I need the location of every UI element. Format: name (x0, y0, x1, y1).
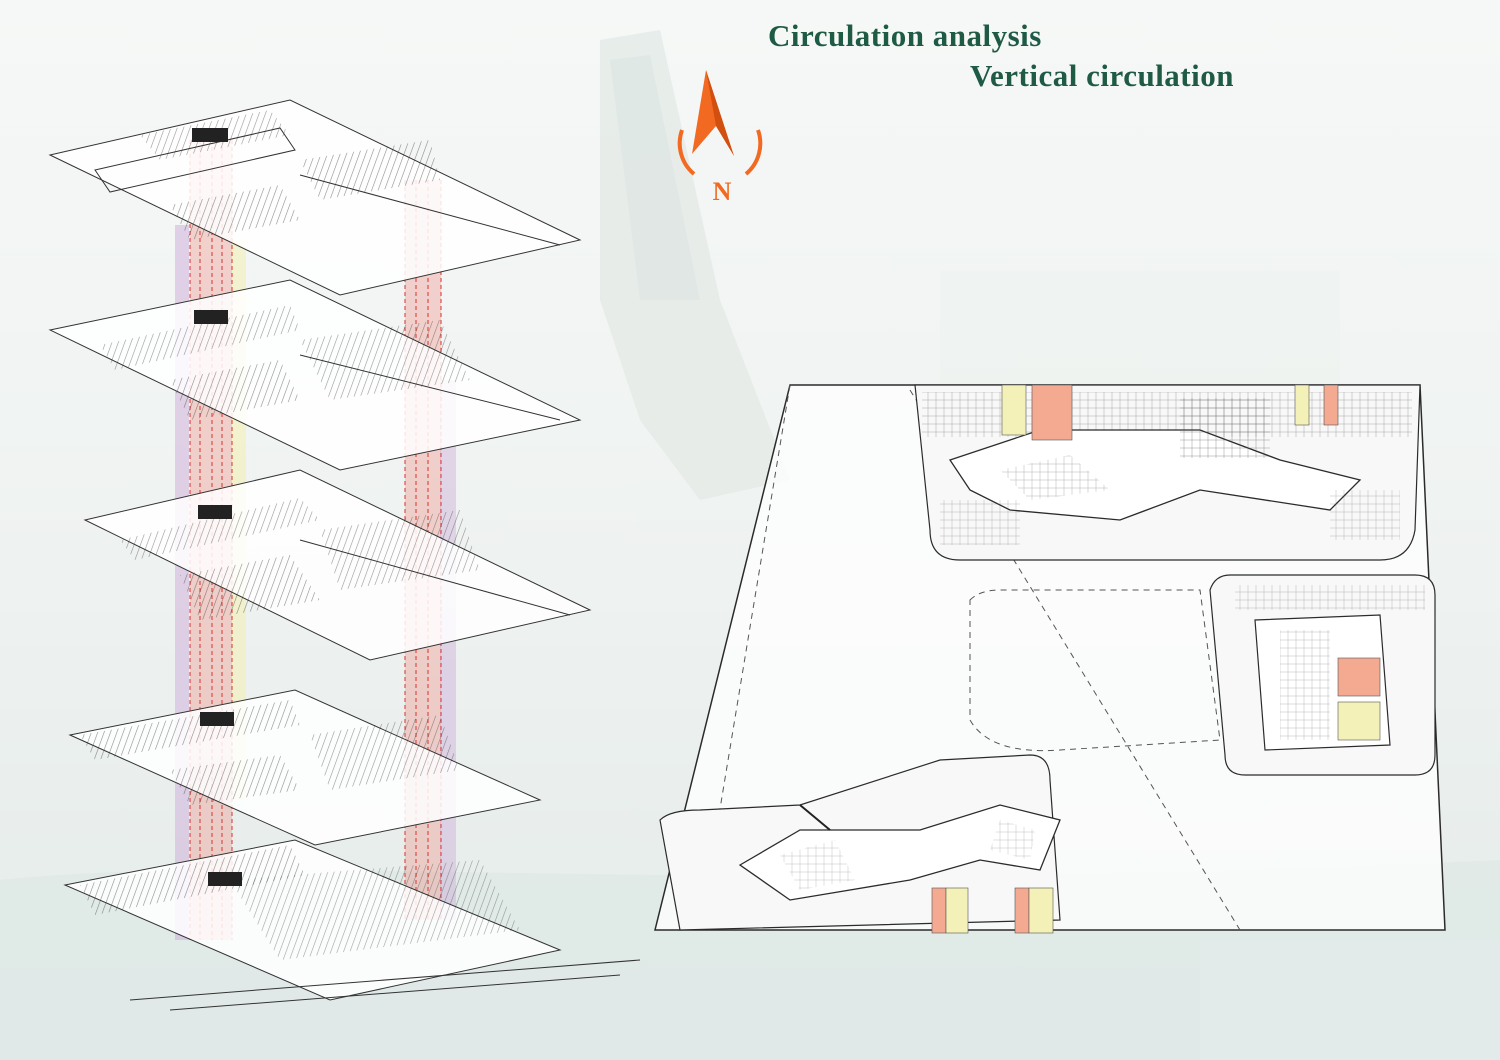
floor-plan (654, 384, 1446, 934)
diagram-subtitle: Vertical circulation (970, 58, 1234, 93)
east-block (1209, 574, 1436, 776)
floor-slab-3 (83, 469, 592, 661)
south-block (659, 754, 1061, 934)
diagram-title: Circulation analysis (768, 18, 1042, 53)
north-label: N (713, 177, 732, 206)
axonometric-floor-stack (48, 99, 641, 1011)
floor-slab-4 (48, 279, 582, 471)
floor-slab-2 (68, 689, 542, 846)
floor-slab-1 (63, 839, 641, 1011)
north-arrow-icon: N (677, 70, 763, 206)
north-block (914, 384, 1421, 561)
floor-slab-5 (48, 99, 582, 296)
